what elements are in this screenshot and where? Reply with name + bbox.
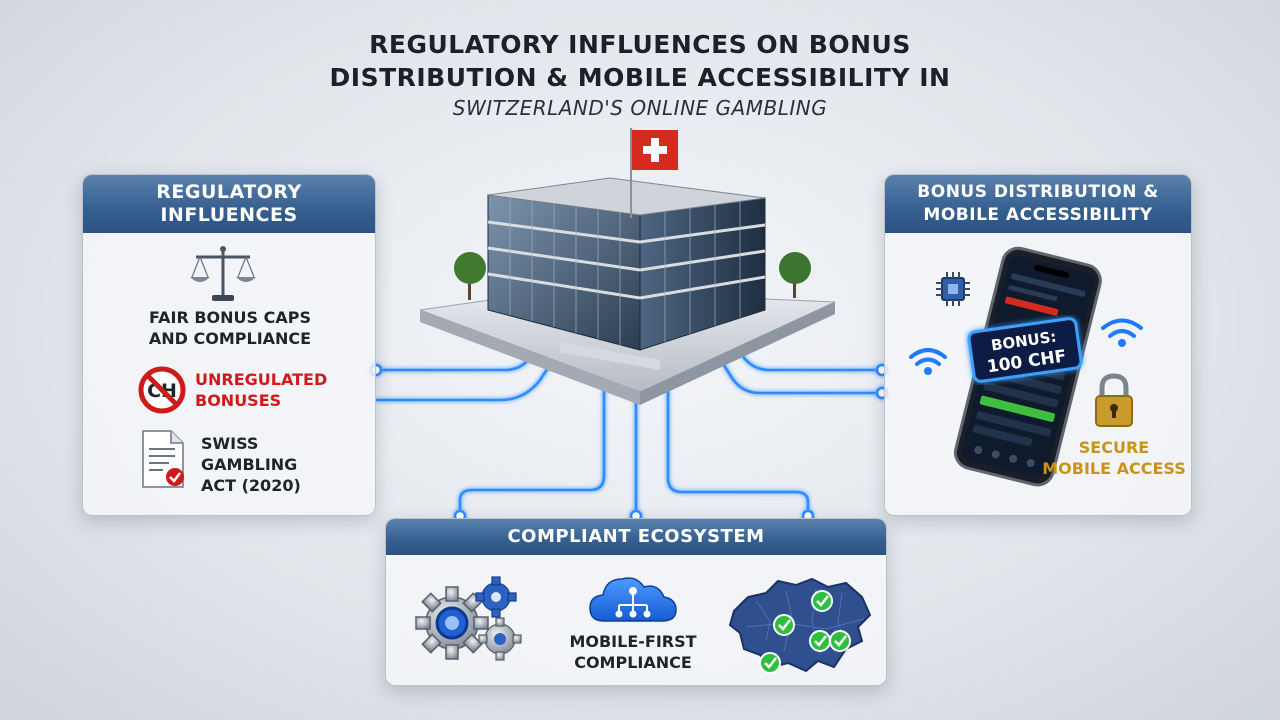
label-line: Fair Bonus Caps bbox=[149, 308, 311, 327]
connector-bottom-right bbox=[666, 388, 810, 518]
switzerland-map-icon bbox=[728, 577, 872, 674]
mobile-first-compliance-label: Mobile-First Compliance bbox=[548, 631, 718, 673]
scales-icon bbox=[190, 246, 256, 301]
compliant-ecosystem-panel: Compliant Ecosystem bbox=[385, 518, 887, 686]
document-check-icon bbox=[142, 430, 184, 488]
label-line: Bonuses bbox=[195, 391, 282, 410]
connector-bottom-left bbox=[458, 388, 606, 518]
title-line-2: Distribution & Mobile Accessibility in bbox=[329, 63, 951, 92]
regulatory-influences-heading: Regulatory Influences bbox=[83, 175, 375, 233]
heading-line: Influences bbox=[160, 204, 298, 226]
connector-right-lower bbox=[720, 360, 884, 395]
page-title: Regulatory Influences on Bonus Distribut… bbox=[240, 28, 1040, 122]
bonus-mobile-panel: Bonus Distribution & Mobile Accessibilit… bbox=[884, 174, 1192, 516]
prohibited-ch-icon: CH bbox=[138, 366, 186, 414]
bonus-mobile-heading: Bonus Distribution & Mobile Accessibilit… bbox=[885, 175, 1191, 233]
bonus-card: BONUS: 100 CHF bbox=[967, 317, 1083, 383]
label-line: Unregulated bbox=[195, 370, 328, 389]
regulatory-influences-panel: Regulatory Influences Fair Bonus Caps an… bbox=[82, 174, 376, 516]
wifi-icon bbox=[909, 348, 947, 375]
secure-mobile-access-label: Secure Mobile Access bbox=[1039, 437, 1189, 479]
label-line: Secure bbox=[1078, 438, 1150, 457]
unregulated-bonuses-label: Unregulated Bonuses bbox=[195, 369, 327, 411]
compliant-ecosystem-heading: Compliant Ecosystem bbox=[386, 519, 886, 555]
label-line: Gambling bbox=[201, 455, 298, 474]
cloud-network-icon bbox=[589, 577, 677, 622]
label-line: Act (2020) bbox=[201, 476, 301, 495]
wifi-icon bbox=[1101, 318, 1143, 347]
label-line: Compliance bbox=[574, 653, 692, 672]
regulatory-building-icon bbox=[419, 128, 836, 405]
fair-bonus-caps-label: Fair Bonus Caps and Compliance bbox=[83, 307, 375, 349]
title-line-1: Regulatory Influences on Bonus bbox=[369, 30, 911, 59]
heading-line: Bonus Distribution & bbox=[917, 182, 1159, 202]
label-line: Mobile Access bbox=[1042, 459, 1186, 478]
padlock-icon bbox=[1095, 373, 1133, 427]
heading-line: Mobile Accessibility bbox=[923, 205, 1153, 225]
connector-left-lower bbox=[374, 348, 562, 402]
title-line-3: Switzerland's Online Gambling bbox=[452, 96, 828, 120]
gears-icon bbox=[415, 576, 522, 661]
heading-line: Regulatory bbox=[156, 181, 302, 203]
label-line: Swiss bbox=[201, 434, 259, 453]
swiss-gambling-act-label: Swiss Gambling Act (2020) bbox=[201, 433, 301, 496]
label-line: Mobile-First bbox=[569, 632, 697, 651]
chip-icon bbox=[936, 272, 970, 306]
label-line: and Compliance bbox=[148, 329, 312, 348]
